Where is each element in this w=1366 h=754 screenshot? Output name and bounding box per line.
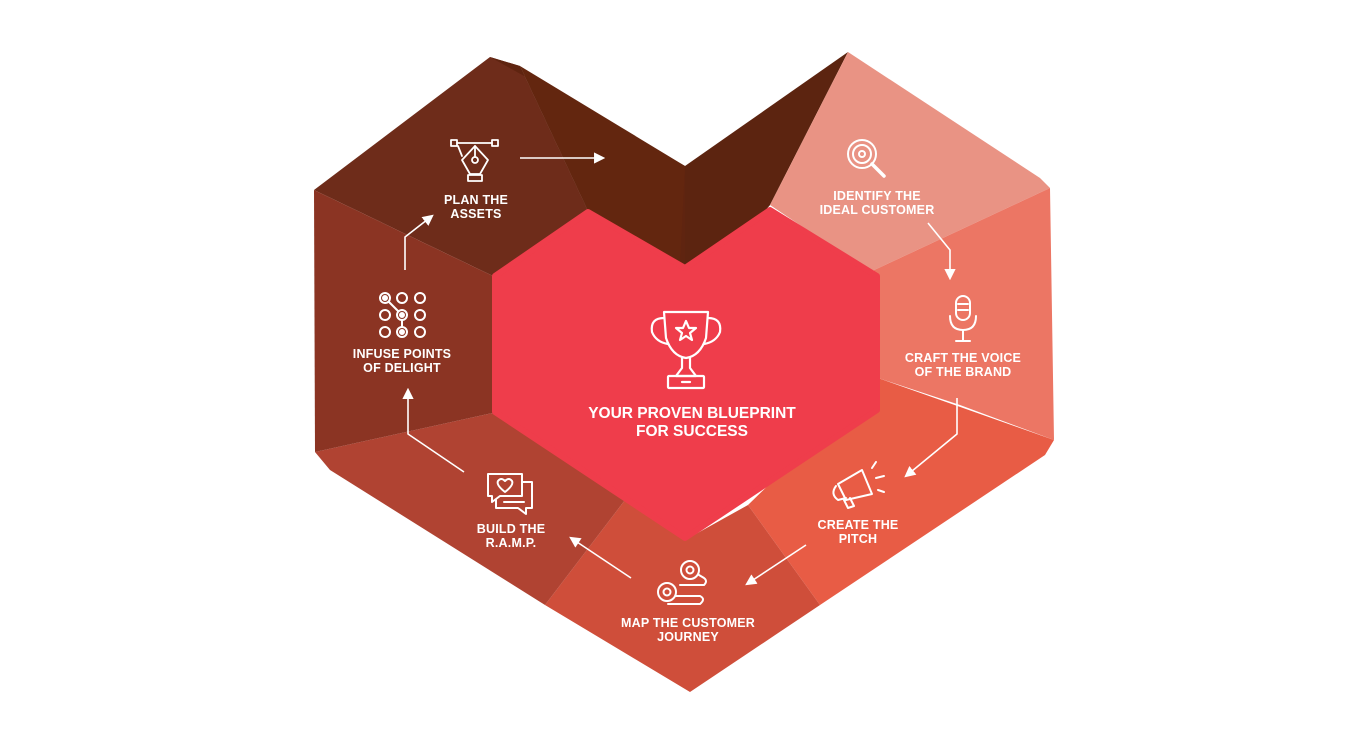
segment-infuse-delight [314, 190, 497, 452]
trophy-icon [650, 310, 722, 390]
center-title-line2: FOR SUCCESS [636, 423, 748, 440]
step-label-infuse-delight: INFUSE POINTS OF DELIGHT [352, 347, 452, 375]
step-label-plan-assets: PLAN THE ASSETS [443, 193, 509, 221]
dot-grid-icon [379, 292, 426, 338]
segment-identify [770, 52, 1050, 272]
segment-top-dark [685, 52, 848, 265]
step-label-identify: IDENTIFY THE IDEAL CUSTOMER [819, 189, 935, 217]
segment-build-ramp [315, 412, 625, 605]
segment-craft-voice [870, 188, 1054, 440]
step-label-build-ramp: BUILD THE R.A.M.P. [476, 522, 546, 550]
microphone-icon [949, 295, 977, 342]
arrow-journey-to-ramp [569, 536, 632, 579]
target-search-icon [847, 139, 886, 178]
center-title-line1: YOUR PROVEN BLUEPRINT [588, 405, 796, 422]
heart-chat-icon [487, 473, 533, 515]
pen-tool-icon [450, 139, 499, 182]
arrow-pitch-to-journey [745, 544, 807, 586]
route-map-icon [657, 560, 707, 605]
center-title: YOUR PROVEN BLUEPRINT FOR SUCCESS [588, 405, 796, 441]
arrow-ramp-to-delight [402, 387, 465, 473]
arrow-voice-to-pitch [904, 398, 958, 478]
arrow-delight-to-plan [404, 214, 434, 270]
arrow-identify-to-voice [927, 222, 956, 281]
step-label-craft-voice: CRAFT THE VOICE OF THE BRAND [904, 351, 1022, 379]
megaphone-icon [832, 461, 885, 509]
center-heart [492, 207, 880, 541]
step-label-create-pitch: CREATE THE PITCH [817, 518, 899, 546]
flow-arrows [402, 152, 958, 586]
step-label-map-journey: MAP THE CUSTOMER JOURNEY [621, 616, 755, 644]
